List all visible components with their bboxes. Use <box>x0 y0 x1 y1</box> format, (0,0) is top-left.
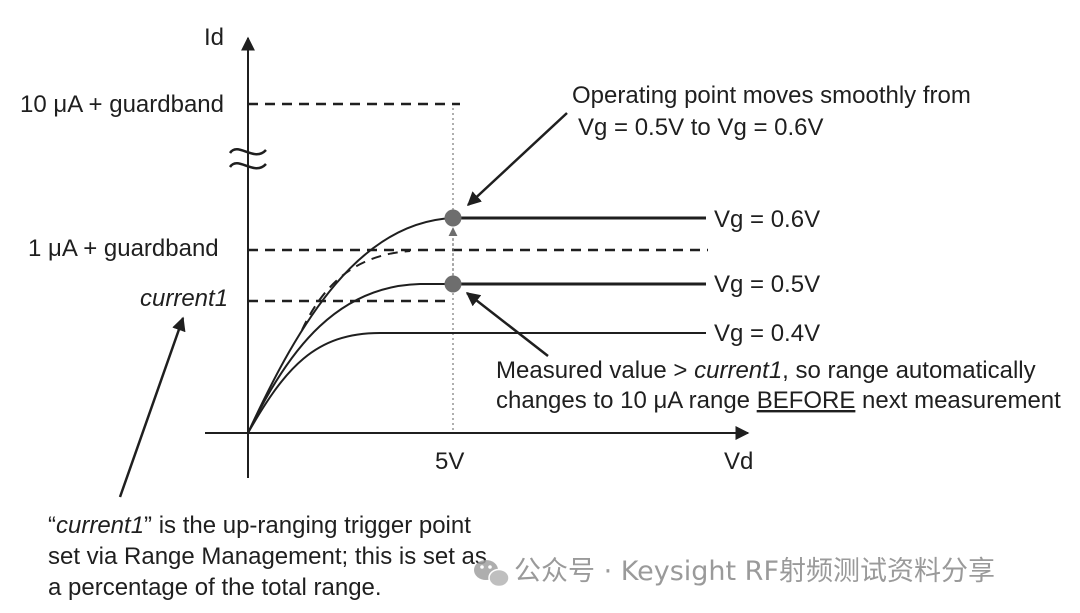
callout-operating-arrow <box>466 112 568 206</box>
level-10ua-label: 10 μA + guardband <box>20 91 224 118</box>
watermark-text: 公众号 · Keysight RF射频测试资料分享 <box>514 556 995 587</box>
curve-vg-04-label: Vg = 0.4V <box>714 320 820 347</box>
note-current1: current1 <box>56 512 144 539</box>
note-open-quote: “ <box>48 512 56 539</box>
callout-measured-line2: changes to 10 μA range BEFORE next measu… <box>496 387 1061 414</box>
curve-transition-dashed <box>301 250 411 331</box>
callout-measured-line1: Measured value > current1, so range auto… <box>496 357 1036 384</box>
note-line1: “current1” is the up-ranging trigger poi… <box>48 512 471 539</box>
curve-vg-05-label: Vg = 0.5V <box>714 271 820 298</box>
x-tick-5v: 5V <box>435 448 464 475</box>
callout-operating-line2: Vg = 0.5V to Vg = 0.6V <box>578 114 824 141</box>
callout-changes-pre: changes to 10 μA range <box>496 387 757 414</box>
curve-vg-06 <box>247 217 706 434</box>
level-1ua-label: 1 μA + guardband <box>28 235 219 262</box>
callout-measured-pre: Measured value > <box>496 357 694 384</box>
callout-operating-line1: Operating point moves smoothly from <box>572 82 971 109</box>
callout-changes-post: next measurement <box>855 387 1061 414</box>
wechat-icon <box>474 560 510 588</box>
x-axis-label: Vd <box>724 448 753 475</box>
level-current1-label: current1 <box>140 285 228 312</box>
curve-vg-06-label: Vg = 0.6V <box>714 206 820 233</box>
callout-measured-arrow <box>465 292 549 357</box>
note-line3: a percentage of the total range. <box>48 574 382 601</box>
callout-changes-under: BEFORE <box>757 387 856 414</box>
operating-point-06 <box>444 209 462 227</box>
callout-measured-post: , so range automatically <box>782 357 1035 384</box>
note-current1-arrow <box>118 316 186 498</box>
note-line1-rest: ” is the up-ranging trigger point <box>144 512 471 539</box>
operating-point-05 <box>444 275 462 293</box>
callout-measured-ital: current1 <box>694 357 782 384</box>
note-line2: set via Range Management; this is set as <box>48 543 487 570</box>
axis-break-symbol-lower <box>228 162 267 170</box>
curve-vg-04 <box>247 332 706 434</box>
curve-vg-05 <box>247 283 453 434</box>
axis-break-symbol <box>228 148 267 156</box>
y-axis-label: Id <box>204 24 224 51</box>
